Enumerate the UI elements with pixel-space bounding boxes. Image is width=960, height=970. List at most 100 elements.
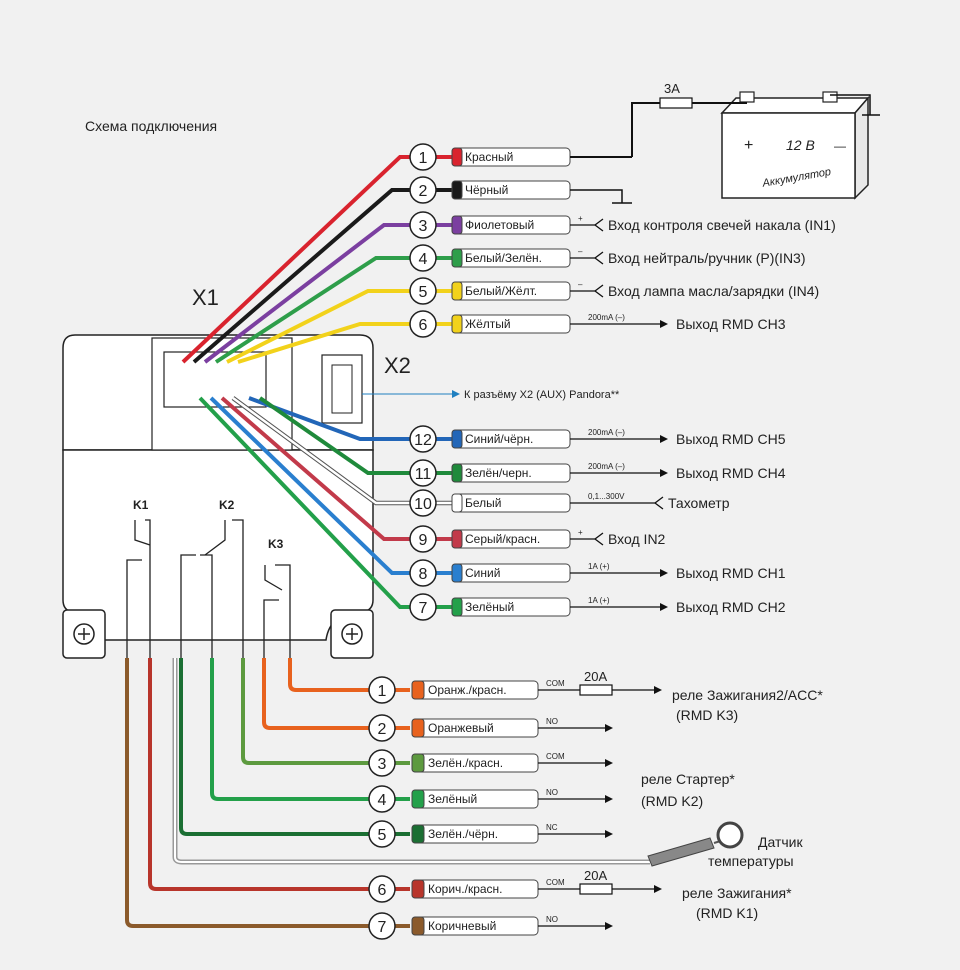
relay-k3-label: K3	[268, 537, 284, 551]
x1-wire-12: 12 Синий/чёрн. 200mA (–) Выход RMD CH5	[248, 396, 786, 453]
battery-fuse	[659, 97, 693, 109]
x2-label: X2	[384, 353, 411, 378]
relay-wire-note: COM	[546, 878, 565, 887]
x1-wire-note: 200mA (–)	[588, 428, 625, 437]
relay-wire-number-circle	[368, 749, 396, 777]
x1-wire-8: 8 Синий 1A (+) Выход RMD CH1	[209, 396, 786, 587]
x1-wire-label: Зелён/черн.	[465, 466, 532, 480]
x1-wire-number: 9	[419, 532, 428, 549]
x1-wire-label: Белый	[465, 496, 501, 510]
relay-wire-number: 2	[378, 721, 387, 738]
relay-wire-number: 3	[378, 756, 387, 773]
x1-wire-label: Синий/чёрн.	[465, 432, 533, 446]
x1-wire-number: 7	[419, 600, 428, 617]
x1-wire-number: 4	[419, 251, 428, 268]
x1-label: X1	[192, 285, 219, 310]
k2-dest-line2: (RMD K2)	[641, 793, 703, 809]
x2-target: К разъёму X2 (AUX) Pandora**	[464, 389, 620, 401]
x1-wire-9: 9 Серый/красн. + Вход IN2	[220, 396, 666, 553]
battery: + — 12 В Аккумулятор 3A	[631, 81, 880, 200]
x1-wire-number: 11	[415, 466, 432, 483]
x1-wire-number-circle	[409, 489, 437, 517]
x1-wire-label: Синий	[465, 566, 500, 580]
temperature-sensor: Датчик температуры	[172, 658, 803, 869]
x1-connector	[163, 351, 267, 408]
x1-wire-label: Белый/Жёлт.	[465, 284, 537, 298]
x1-wire-number-circle	[409, 310, 437, 338]
x1-wire-label: Зелёный	[465, 600, 514, 614]
x1-wire-number-circle	[409, 244, 437, 272]
relay-wire-1: 1 Оранж./красн. COM 20A	[288, 658, 662, 704]
x1-wire-note: 200mA (–)	[588, 313, 625, 322]
k3-dest-line2: (RMD K3)	[676, 707, 738, 723]
relay-fuse-label: 20A	[584, 868, 607, 883]
relay-wire-number: 6	[378, 882, 387, 899]
x1-wire-number: 12	[414, 432, 432, 449]
x1-wire-dest: Вход нейтраль/ручник (P)(IN3)	[608, 250, 806, 266]
relay-wire-label: Коричневый	[428, 919, 496, 933]
x1-wire-note: 1A (+)	[588, 562, 610, 571]
relay-wire-note: NC	[546, 823, 558, 832]
relay-wire-note: NO	[546, 788, 558, 797]
x1-wire-number: 2	[419, 183, 428, 200]
relay-wire-label: Оранжевый	[428, 721, 494, 735]
relay-wire-number: 4	[378, 792, 387, 809]
x1-wire-2: 2 Чёрный	[192, 176, 623, 364]
relay-wire-label: Зелён./чёрн.	[428, 827, 498, 841]
x1-wire-dest: Выход RMD CH3	[676, 316, 786, 332]
x1-wire-number: 10	[414, 496, 432, 513]
relay-k2-label: K2	[219, 498, 235, 512]
relay-wire-number-circle	[368, 912, 396, 940]
relay-wire-number: 5	[378, 827, 387, 844]
x1-wire-dest: Выход RMD CH4	[676, 465, 786, 481]
x1-wire-note: 200mA (–)	[588, 462, 625, 471]
relay-k1-label: K1	[133, 498, 149, 512]
relay-wire-note: COM	[546, 679, 565, 688]
x1-wire-label: Серый/красн.	[465, 532, 540, 546]
relay-wire-number-circle	[368, 875, 396, 903]
relay-contacts	[126, 519, 291, 658]
x1-wire-number-circle	[409, 593, 437, 621]
relay-wire-number-circle	[368, 785, 396, 813]
x1-wire-number-circle	[409, 143, 437, 171]
x1-wire-11: 11 Зелён/черн. 200mA (–) Выход RMD CH4	[258, 396, 786, 487]
x1-wire-dest: Выход RMD CH1	[676, 565, 786, 581]
x1-wire-number-circle	[409, 277, 437, 305]
x1-wire-label: Фиолетовый	[465, 218, 534, 232]
relay-wire-note: NO	[546, 915, 558, 924]
relay-wire-label: Оранж./красн.	[428, 683, 507, 697]
sensor-ring-icon	[716, 821, 744, 849]
x1-wire-number-circle	[409, 525, 437, 553]
relay-fuse-label: 20A	[584, 669, 607, 684]
relay-wire-number-circle	[368, 820, 396, 848]
battery-fuse-label: 3A	[664, 81, 680, 96]
x1-wire-note: –	[578, 247, 583, 256]
x1-wire-label: Красный	[465, 150, 513, 164]
x1-wire-dest: Выход RMD CH5	[676, 431, 786, 447]
x1-wire-label: Чёрный	[465, 183, 508, 197]
relay-wire-number-circle	[368, 676, 396, 704]
x1-wire-note: +	[578, 528, 583, 537]
x1-wire-number-circle	[409, 211, 437, 239]
x1-wire-dest: Вход IN2	[608, 531, 666, 547]
x1-wire-number: 8	[419, 566, 428, 583]
x1-wire-label: Жёлтый	[465, 317, 511, 331]
x1-wire-note: 1A (+)	[588, 596, 610, 605]
battery-minus: —	[834, 139, 846, 153]
temp-line2: температуры	[708, 853, 794, 869]
relay-wire-number: 1	[378, 683, 387, 700]
k1-dest-line1: реле Зажигания*	[682, 885, 792, 901]
